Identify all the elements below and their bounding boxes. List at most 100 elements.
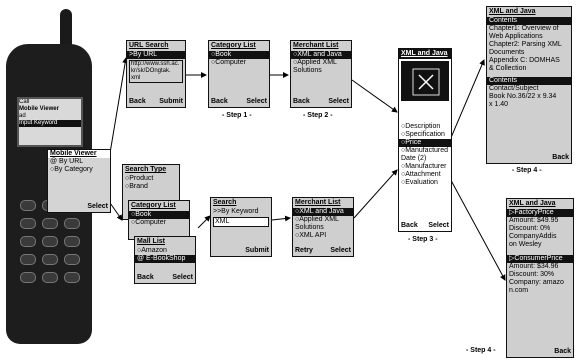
search-keyword-screen: Search >>By Keyword XML Submit <box>210 197 272 257</box>
select-button[interactable]: Select <box>330 247 351 256</box>
row[interactable]: ○Brand <box>123 183 179 191</box>
popup-select-button[interactable]: Select <box>87 203 108 211</box>
row: Contents <box>487 17 571 25</box>
row: CompanyAddis <box>507 233 573 241</box>
product-image <box>401 61 449 101</box>
screen-footer: Back <box>507 348 573 357</box>
back-button[interactable]: Back <box>401 222 418 231</box>
row[interactable]: >>By Keyword <box>211 208 271 216</box>
url-line: http://www.ssh.ac. <box>131 61 181 68</box>
step-4-bottom-label: - Step 4 - <box>466 347 496 354</box>
row[interactable]: Solutions <box>293 224 353 232</box>
row: Amount: $49.95 <box>507 217 573 225</box>
arrow-search-to-merchant <box>272 218 290 220</box>
step-4-top-label: - Step 4 - <box>512 167 542 174</box>
select-button[interactable]: Select <box>328 98 349 107</box>
screen-title: Mall List <box>135 237 195 247</box>
key[interactable] <box>20 236 36 247</box>
key[interactable] <box>20 272 36 283</box>
row[interactable]: ○Amazon <box>135 247 195 255</box>
phone-display: Call Mobile Viewer ad Input Keyword <box>17 97 83 147</box>
row[interactable]: ○Applied XML <box>293 216 353 224</box>
step-1-label: - Step 1 - <box>222 112 252 119</box>
row: Discount: 30% <box>507 271 573 279</box>
screen-footer: Back Select <box>209 98 269 107</box>
key[interactable] <box>20 218 36 229</box>
url-line: xml <box>131 75 181 82</box>
phone-line-1: Call <box>19 99 81 106</box>
row[interactable]: ○XML API <box>293 232 353 240</box>
screen-title: XML and Java <box>507 199 573 209</box>
row[interactable]: ○Attachment <box>399 171 451 179</box>
merchant-list-screen: Merchant List ○XML and Java ○Applied XML… <box>290 40 352 108</box>
retry-button[interactable]: Retry <box>295 247 313 256</box>
key[interactable] <box>64 254 80 265</box>
submit-button[interactable]: Submit <box>245 247 269 256</box>
key[interactable] <box>42 272 58 283</box>
row: Discount: 0% <box>507 225 573 233</box>
row: Documents <box>487 49 571 57</box>
row[interactable]: ○Price <box>399 139 451 147</box>
xml-java-content-screen: XML and Java Contents Chapter1: Overview… <box>486 6 572 164</box>
key[interactable] <box>42 218 58 229</box>
back-button[interactable]: Back <box>552 154 569 163</box>
key[interactable] <box>64 236 80 247</box>
screen-title: Category List <box>129 201 189 211</box>
back-button[interactable]: Back <box>129 98 146 107</box>
mall-list-screen: Mall List ○Amazon @ E-BookShop Back Sele… <box>134 236 196 284</box>
screen-title: XML and Java <box>399 49 451 59</box>
key[interactable] <box>64 218 80 229</box>
key[interactable] <box>20 200 36 211</box>
row[interactable]: ○Computer <box>209 59 269 67</box>
url-input[interactable]: http://www.ssh.ac. kr/sk/DOngtak. xml <box>129 60 183 83</box>
key[interactable] <box>20 254 36 265</box>
row[interactable]: ○Book <box>209 51 269 59</box>
phone-line-2: Mobile Viewer <box>19 106 81 113</box>
step-3-label: - Step 3 - <box>408 236 438 243</box>
step-2-label: - Step 2 - <box>303 112 333 119</box>
phone-line-3: ad <box>19 113 81 120</box>
row: Company: amazo <box>507 279 573 287</box>
row[interactable]: ○XML and Java <box>291 51 351 59</box>
row: Web Applications <box>487 33 571 41</box>
screen-title: Search <box>211 198 271 208</box>
key[interactable] <box>42 254 58 265</box>
back-button[interactable]: Back <box>293 98 310 107</box>
arrow-center-to-content <box>450 60 484 140</box>
row[interactable]: ○Specification <box>399 131 451 139</box>
back-button[interactable]: Back <box>554 348 571 357</box>
url-search-screen: URL Search >By URL http://www.ssh.ac. kr… <box>126 40 186 108</box>
back-button[interactable]: Back <box>211 98 228 107</box>
select-button[interactable]: Select <box>246 98 267 107</box>
keyword-input[interactable]: XML <box>213 217 269 227</box>
row[interactable]: Date (2) <box>399 155 451 163</box>
key[interactable] <box>64 272 80 283</box>
row: on Wesley <box>507 241 573 249</box>
screen-title: URL Search <box>127 41 185 51</box>
row: Appendix C: DOMHAS <box>487 57 571 65</box>
screen-footer: Submit <box>211 247 271 256</box>
row[interactable]: ○Applied XML <box>291 59 351 67</box>
row: x 1.40 <box>487 101 571 109</box>
row[interactable]: ○XML and Java <box>293 208 353 216</box>
key[interactable] <box>42 236 58 247</box>
row[interactable]: ○Book <box>129 211 189 219</box>
submit-button[interactable]: Submit <box>159 98 183 107</box>
row[interactable]: @ E-BookShop <box>135 255 195 263</box>
screen-title: Merchant List <box>293 198 353 208</box>
row[interactable]: >By URL <box>127 51 185 59</box>
row[interactable]: ○Manufactured <box>399 147 451 155</box>
row: Chapter1: Overview of <box>487 25 571 33</box>
row[interactable]: ○Evaluation <box>399 179 451 187</box>
row[interactable]: ○Description <box>399 123 451 131</box>
popup-option-url[interactable]: @ By URL <box>48 158 110 166</box>
popup-option-category[interactable]: ○By Category <box>48 166 110 174</box>
select-button[interactable]: Select <box>428 222 449 231</box>
row[interactable]: ○Computer <box>129 219 189 227</box>
back-button[interactable]: Back <box>137 274 154 283</box>
row[interactable]: Solutions <box>291 67 351 75</box>
select-button[interactable]: Select <box>172 274 193 283</box>
row[interactable]: ○Manufacturer <box>399 163 451 171</box>
row[interactable]: ○Product <box>123 175 179 183</box>
phone-line-4: Input Keyword <box>19 120 81 127</box>
